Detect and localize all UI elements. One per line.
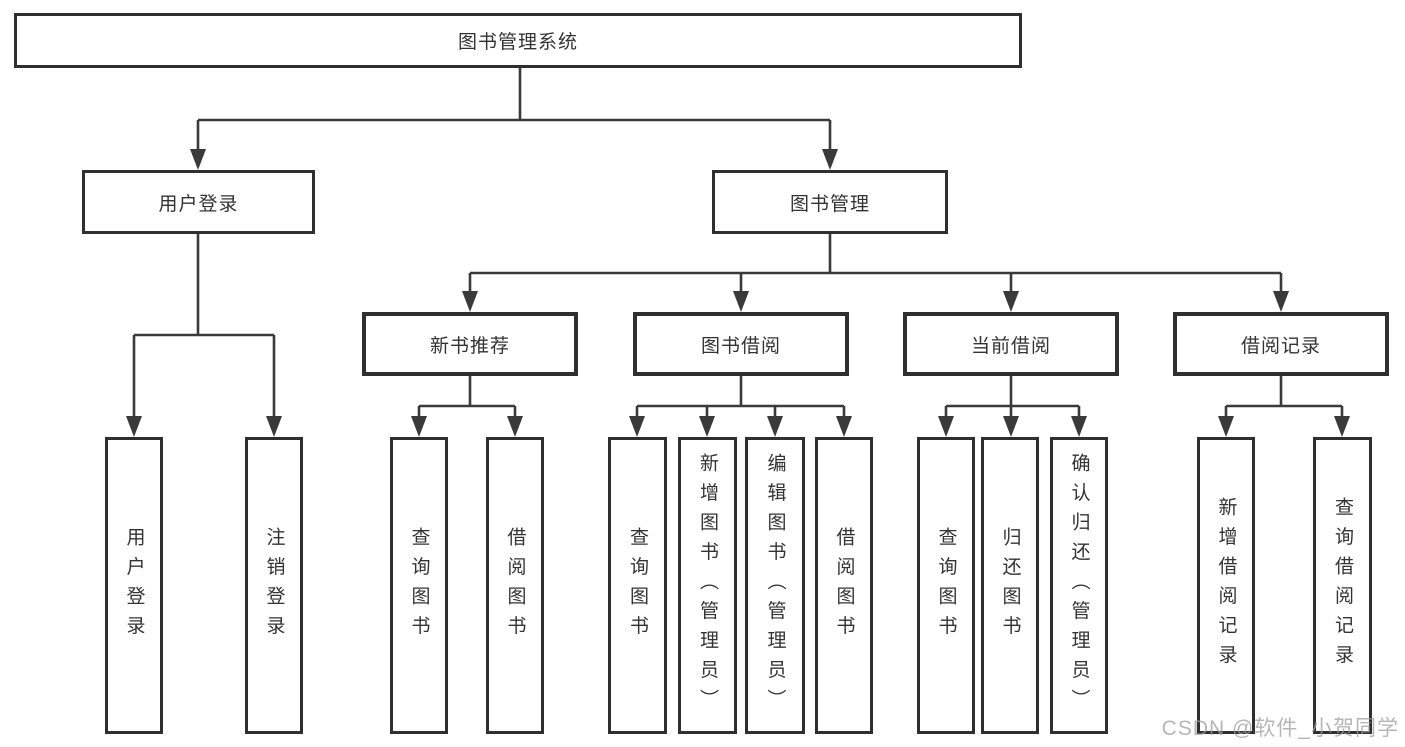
leaf-add-borrow-record-label: 新增借阅记录 xyxy=(1215,497,1237,674)
node-book-borrow: 图书借阅 xyxy=(633,312,849,376)
node-user-login-branch: 用户登录 xyxy=(82,170,315,234)
connector-book-borrow xyxy=(629,376,852,437)
leaf-add-books-admin-label: 新增图书（管理员） xyxy=(697,452,718,719)
leaf-user-login: 用户登录 xyxy=(105,437,163,734)
leaf-current-query-books-label: 查询图书 xyxy=(935,526,957,645)
node-borrow-records-label: 借阅记录 xyxy=(1240,335,1321,357)
leaf-user-login-label: 用户登录 xyxy=(123,526,145,645)
node-book-management-label: 图书管理 xyxy=(789,193,870,215)
watermark: CSDN @软件_小贺同学 xyxy=(1161,717,1399,740)
leaf-recommend-query-books: 查询图书 xyxy=(390,437,448,734)
leaf-logout-label: 注销登录 xyxy=(263,526,285,645)
leaf-edit-books-admin-label: 编辑图书（管理员） xyxy=(764,452,786,719)
leaf-confirm-return-admin: 确认归还（管理员） xyxy=(1050,437,1108,734)
leaf-borrow-books: 借阅图书 xyxy=(815,437,873,734)
connector-borrow-records xyxy=(1218,376,1350,437)
leaf-query-borrow-record-label: 查询借阅记录 xyxy=(1332,497,1353,674)
leaf-confirm-return-admin-label: 确认归还（管理员） xyxy=(1068,452,1090,719)
leaf-add-borrow-record: 新增借阅记录 xyxy=(1197,437,1255,734)
leaf-recommend-query-books-label: 查询图书 xyxy=(408,526,430,645)
leaf-edit-books-admin: 编辑图书（管理员） xyxy=(745,437,805,734)
node-book-management: 图书管理 xyxy=(712,170,948,234)
node-new-book-recommend: 新书推荐 xyxy=(362,312,578,376)
leaf-return-books-label: 归还图书 xyxy=(999,526,1021,645)
node-root: 图书管理系统 xyxy=(14,13,1022,68)
connector-user-branch xyxy=(126,234,282,437)
connector-root-to-level2 xyxy=(190,68,838,170)
leaf-current-query-books: 查询图书 xyxy=(917,437,975,734)
leaf-recommend-borrow-books: 借阅图书 xyxy=(486,437,544,734)
leaf-return-books: 归还图书 xyxy=(981,437,1039,734)
node-borrow-records: 借阅记录 xyxy=(1173,312,1389,376)
connector-new-book-recommend xyxy=(411,376,523,437)
connector-current-borrow xyxy=(938,376,1087,437)
leaf-borrow-query-books: 查询图书 xyxy=(608,437,667,734)
leaf-add-books-admin: 新增图书（管理员） xyxy=(678,437,737,734)
node-root-label: 图书管理系统 xyxy=(457,32,578,53)
node-user-login-branch-label: 用户登录 xyxy=(158,193,239,215)
leaf-query-borrow-record: 查询借阅记录 xyxy=(1313,437,1372,734)
leaf-logout: 注销登录 xyxy=(245,437,303,734)
leaf-recommend-borrow-books-label: 借阅图书 xyxy=(504,526,526,645)
node-new-book-recommend-label: 新书推荐 xyxy=(429,335,510,357)
connector-book-branch xyxy=(462,234,1289,312)
node-current-borrow-label: 当前借阅 xyxy=(970,335,1051,357)
node-book-borrow-label: 图书借阅 xyxy=(700,335,781,357)
node-current-borrow: 当前借阅 xyxy=(903,312,1119,376)
leaf-borrow-books-label: 借阅图书 xyxy=(833,526,855,645)
leaf-borrow-query-books-label: 查询图书 xyxy=(627,526,648,645)
